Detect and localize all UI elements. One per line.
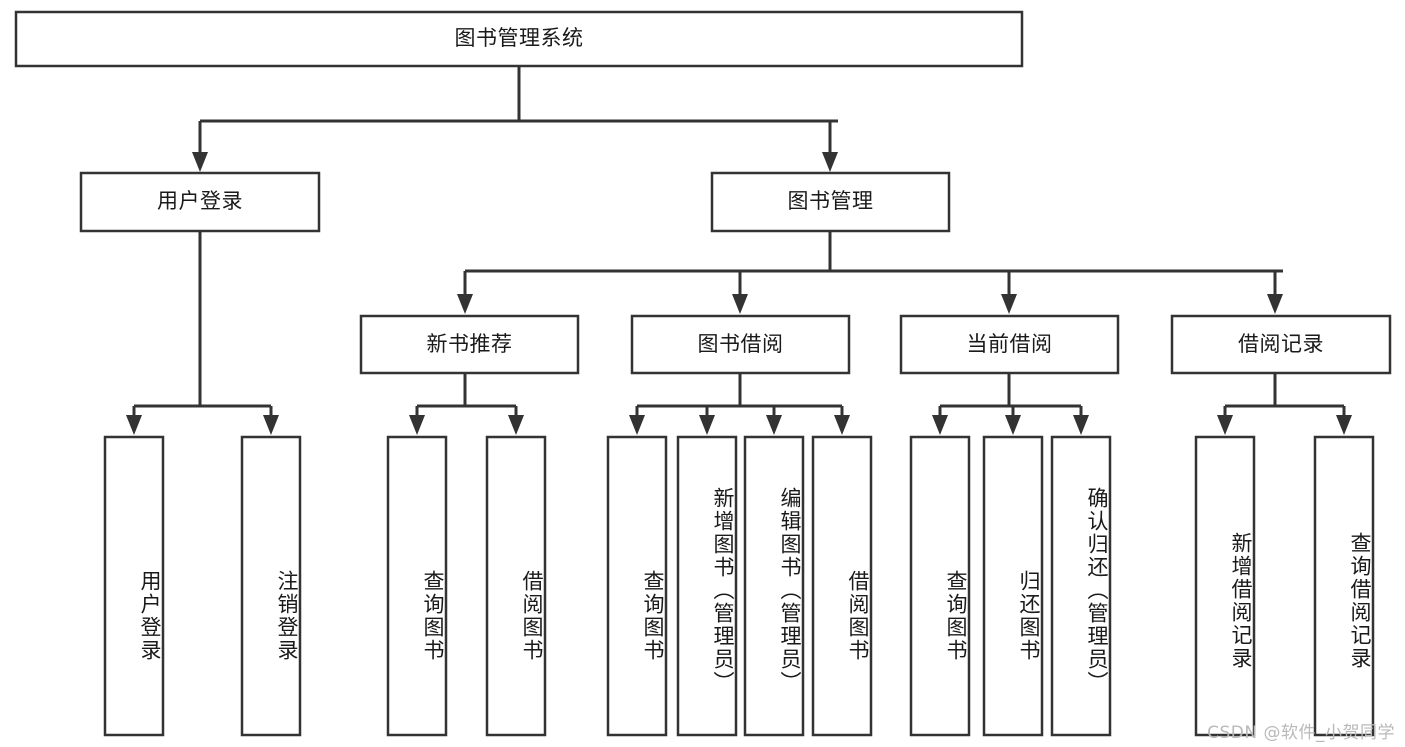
arrow-rec-to-leaf1 (409, 415, 425, 435)
arrow-rc-to-leaf1 (1217, 415, 1233, 435)
node-box-leaf-add-borrow-record[interactable] (1194, 435, 1256, 737)
arrow-cur-to-leaf2 (1005, 415, 1021, 435)
arrow-br-to-leaf2 (699, 415, 715, 435)
connector-group-user-login (126, 231, 279, 435)
watermark-text: CSDN @软件_小贺同学 (1207, 723, 1395, 743)
connector-group-root (192, 66, 838, 172)
arrow-bm-to-borrow (732, 294, 748, 314)
arrow-br-to-leaf4 (834, 415, 850, 435)
node-box-book-borrow[interactable] (630, 314, 851, 375)
node-box-borrow-record[interactable] (1170, 314, 1392, 375)
node-box-leaf-borrow-book[interactable] (811, 435, 873, 737)
connector-group-book-management (457, 231, 1283, 314)
arrow-ul-to-leaf2 (263, 415, 279, 435)
arrow-bm-to-current (1001, 294, 1017, 314)
node-box-new-book-recommend[interactable] (359, 314, 580, 375)
arrow-ul-to-leaf1 (126, 415, 142, 435)
arrow-root-to-book-management (822, 152, 838, 172)
node-box-leaf-confirm-return-admin[interactable] (1050, 435, 1112, 737)
connector-group-borrow (629, 373, 850, 435)
arrow-bm-to-recommend (457, 294, 473, 314)
node-box-leaf-add-book-admin[interactable] (676, 435, 738, 737)
node-box-current-borrow[interactable] (899, 314, 1120, 375)
arrow-rec-to-leaf2 (508, 415, 524, 435)
node-box-leaf-query-book-borrow[interactable] (606, 435, 668, 737)
node-box-leaf-user-login[interactable] (103, 435, 165, 737)
node-box-leaf-borrow-book-recommend[interactable] (485, 435, 547, 737)
connector-group-current (932, 373, 1089, 435)
connector-group-record (1217, 373, 1352, 435)
node-box-root[interactable] (14, 10, 1024, 68)
arrow-cur-to-leaf3 (1073, 415, 1089, 435)
arrow-rc-to-leaf2 (1336, 415, 1352, 435)
node-box-user-login[interactable] (79, 171, 321, 233)
arrow-cur-to-leaf1 (932, 415, 948, 435)
node-box-leaf-edit-book-admin[interactable] (743, 435, 805, 737)
node-box-leaf-logout[interactable] (240, 435, 302, 737)
node-box-leaf-return-book[interactable] (982, 435, 1044, 737)
node-box-book-management[interactable] (710, 171, 951, 233)
arrow-bm-to-record (1267, 294, 1283, 314)
node-box-leaf-query-book-recommend[interactable] (386, 435, 448, 737)
arrow-br-to-leaf3 (766, 415, 782, 435)
connector-group-recommend (409, 373, 524, 435)
node-box-leaf-query-book-current[interactable] (909, 435, 971, 737)
arrow-root-to-user-login (192, 152, 208, 172)
arrow-br-to-leaf1 (629, 415, 645, 435)
node-box-leaf-query-borrow-record[interactable] (1313, 435, 1375, 737)
